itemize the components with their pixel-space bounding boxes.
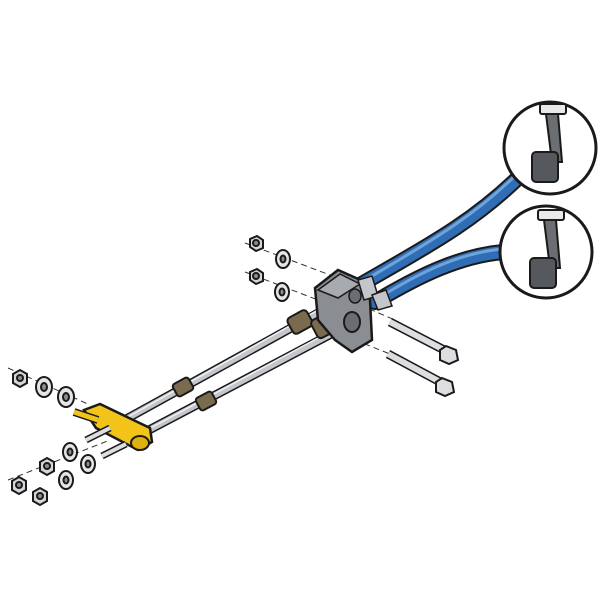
blue-cable-upper [352, 168, 528, 293]
nut-left-2 [39, 456, 55, 477]
washer-upper-right [275, 249, 291, 269]
nut-lower-right [249, 267, 264, 286]
rod-ferrules [171, 309, 340, 412]
washer-left-5 [58, 470, 74, 490]
control-lever-top-callout [502, 100, 598, 196]
nuts-and-washers [11, 234, 291, 507]
washer-lower-right [274, 282, 290, 302]
nut-left-4 [32, 486, 48, 507]
control-lever-bottom-icon [529, 209, 565, 289]
control-lever-bottom-callout [498, 204, 594, 300]
blue-cable-lower [367, 244, 511, 310]
nut-left-3 [11, 475, 27, 496]
hex-bolt-upper [387, 318, 460, 366]
yellow-connector [72, 402, 154, 460]
washer-left-1 [35, 376, 53, 398]
washer-left-4 [80, 454, 96, 474]
push-pull-rod-lower [125, 327, 340, 445]
mounting-bracket [313, 268, 393, 354]
washer-left-3 [62, 442, 78, 462]
hex-bolts [385, 318, 460, 398]
nut-left-1 [12, 368, 28, 389]
push-pull-rod-upper [105, 307, 325, 433]
control-lever-top-icon [531, 103, 567, 183]
washer-left-2 [57, 386, 75, 408]
nut-upper-right [249, 234, 264, 253]
hex-bolt-lower [385, 350, 456, 398]
